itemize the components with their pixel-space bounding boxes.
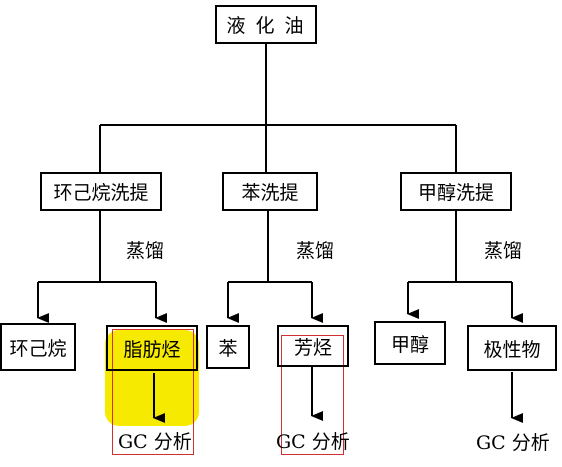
elution-cyclohexane-box: 环己烷洗提 — [40, 172, 162, 211]
product-polar-label: 极性物 — [483, 338, 541, 361]
product-aliphatic-label: 脂肪烃 — [123, 338, 181, 361]
gc-analysis-aromatic: GC 分析 — [276, 431, 350, 453]
product-cyclohexane-box: 环己烷 — [0, 323, 76, 371]
elution-benzene-box: 苯洗提 — [222, 172, 318, 211]
product-aromatic-label: 芳烃 — [293, 336, 332, 359]
product-methanol-box: 甲醇 — [374, 321, 446, 365]
product-aliphatic-box: 脂肪烃 — [106, 325, 198, 371]
gc-analysis-aliphatic: GC 分析 — [118, 431, 192, 453]
elution-cyclohexane-label: 环己烷洗提 — [53, 182, 149, 204]
product-aromatic-box: 芳烃 — [277, 325, 349, 367]
product-benzene-label: 苯 — [218, 337, 238, 360]
elution-methanol-box: 甲醇洗提 — [400, 172, 512, 211]
highlight-aliphatic — [105, 330, 199, 426]
root-label: 液 化 油 — [226, 15, 306, 37]
distill-label-cyclohexane: 蒸馏 — [126, 240, 165, 262]
annotation-box-aliphatic — [112, 329, 194, 455]
annotation-box-aromatic — [281, 335, 344, 455]
elution-methanol-label: 甲醇洗提 — [417, 182, 494, 204]
gc-analysis-polar: GC 分析 — [476, 432, 550, 454]
distill-label-methanol: 蒸馏 — [484, 240, 523, 262]
product-polar-box: 极性物 — [467, 325, 557, 371]
root-liquefied-oil-box: 液 化 油 — [215, 5, 317, 44]
product-benzene-box: 苯 — [206, 325, 250, 369]
product-cyclohexane-label: 环己烷 — [9, 337, 67, 360]
distill-label-benzene: 蒸馏 — [296, 240, 335, 262]
product-methanol-label: 甲醇 — [390, 333, 429, 356]
elution-benzene-label: 苯洗提 — [241, 182, 299, 204]
